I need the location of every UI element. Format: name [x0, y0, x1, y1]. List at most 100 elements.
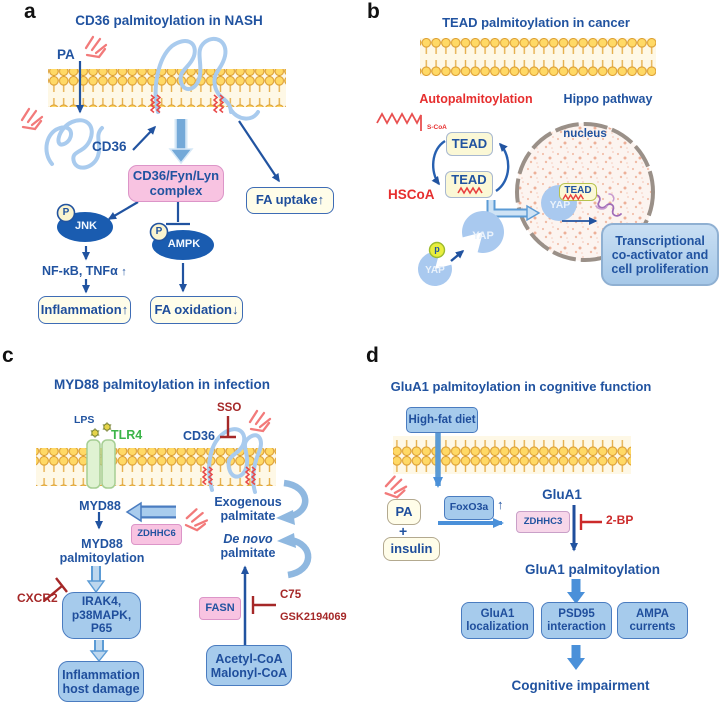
panel-a-label: a	[24, 0, 36, 23]
complex-line2: complex	[149, 182, 203, 198]
cd36-protein-c	[207, 427, 263, 494]
pa-label: PA	[57, 47, 75, 62]
myd88-palm-line2: palmitoylation	[59, 551, 145, 566]
yap-dephosphorylation-arrow	[450, 250, 465, 262]
membrane-d	[393, 436, 631, 474]
hscoa-label: HSCoA	[388, 187, 435, 202]
glua1-palmitoylation-label: GluA1 palmitoylation	[524, 562, 660, 577]
sso-inhibition-tbar	[220, 416, 236, 439]
c75-label: C75	[280, 589, 302, 601]
ampk-ellipse	[152, 230, 214, 260]
cxcr2-label: CXCR2	[17, 591, 58, 605]
foxo3a-up-arrow-icon: ↑	[497, 497, 504, 512]
tead-palmitoylated-box: TEAD	[445, 171, 493, 198]
high-fat-diet-box: High-fat diet	[406, 407, 478, 433]
de-novo-palmitate-label: De novo palmitate	[209, 532, 287, 561]
panel-b-title: TEAD palmitoylation in cancer	[442, 15, 630, 30]
yap-label: YAP	[472, 230, 494, 242]
denovo-line2: palmitate	[220, 546, 276, 561]
ampa-line1: AMPA	[635, 607, 669, 620]
glua1-loc-line1: GluA1	[480, 607, 515, 620]
gsk2194069-label: GSK2194069	[280, 611, 347, 623]
cognitive-impairment-label: Cognitive impairment	[511, 678, 650, 693]
tlr4-label: TLR4	[111, 428, 143, 442]
cd36-protein-in-membrane	[153, 36, 260, 121]
fa-uptake-box: FA uptake↑	[246, 187, 334, 214]
cd36-label: CD36	[92, 139, 127, 154]
myd88-label: MYD88	[79, 499, 121, 513]
inflam-line2: host damage	[62, 681, 140, 696]
2-bp-label: 2-BP	[606, 513, 634, 527]
zdhhc3-box: ZDHHC3	[516, 511, 570, 533]
foxo3a-box: FoxO3a	[444, 496, 494, 520]
palmitate-burst-icon	[383, 474, 409, 500]
zdhhc6-box: ZDHHC6	[131, 524, 182, 545]
irak-signaling-box: IRAK4, p38MAPK, P65	[62, 592, 141, 639]
panel-d-label: d	[366, 344, 379, 367]
exogenous-palmitate-label: Exogenous palmitate	[209, 495, 287, 524]
transcript-line3: cell proliferation	[611, 261, 709, 276]
fasn-box: FASN	[199, 597, 241, 620]
lps-particle-icon	[102, 421, 112, 433]
tead-cycle-arrows	[431, 139, 510, 192]
irak-line2: p38MAPK,	[71, 607, 132, 622]
insulin-box: insulin	[383, 537, 440, 561]
jnk-phospho-label: P	[62, 207, 70, 218]
yap-phospho-label: YAP	[425, 265, 445, 276]
irak-line1: IRAK4,	[81, 594, 122, 609]
acetyl-line2: Malonyl-CoA	[210, 665, 288, 680]
transcript-line1: Transcriptional	[615, 233, 705, 248]
panel-c-title: MYD88 palmitoylation in infection	[53, 377, 271, 392]
cd36-protein-cytosol	[44, 118, 104, 170]
palmitate-chain-icon	[376, 112, 422, 131]
sso-label: SSO	[217, 402, 242, 414]
palmitate-burst-icon	[84, 35, 108, 59]
ampk-label: AMPK	[167, 238, 201, 250]
panel-c-arrows	[43, 479, 312, 663]
yap-shape	[461, 211, 504, 254]
membrane-b	[420, 38, 656, 76]
nfkb-tnfa-text: NF-κB, TNFα	[42, 264, 118, 278]
fa-oxidation-box: FA oxidation↓	[150, 296, 243, 324]
chromatin-icon	[592, 193, 622, 217]
complex-line1: CD36/Fyn/Lyn	[132, 167, 220, 183]
psd95-line2: interaction	[547, 620, 606, 633]
glua1-localization-box: GluA1 localization	[461, 602, 534, 639]
plus-label: +	[399, 523, 408, 539]
panel-b-label: b	[367, 0, 380, 23]
yap-nucleus-label: YAP	[549, 199, 571, 211]
lps-particle-icon	[90, 427, 100, 439]
pa-box: PA	[387, 499, 421, 525]
inflammation-host-damage-box: Inflammation host damage	[58, 661, 144, 702]
palmitate-burst-icon	[183, 506, 211, 534]
irak-line3: P65	[90, 621, 113, 636]
exo-line1: Exogenous	[214, 495, 282, 509]
ampk-phospho-label: P	[155, 226, 163, 237]
ampa-currents-box: AMPA currents	[617, 602, 688, 639]
palmitate-burst-icon	[248, 409, 272, 433]
palmitate-burst-icon	[20, 107, 44, 131]
glua1-loc-line2: localization	[466, 620, 529, 633]
panel-c-label: c	[2, 344, 14, 367]
psd95-interaction-box: PSD95 interaction	[541, 602, 612, 639]
yap-phospho-shape	[417, 252, 452, 287]
phospho-badge	[428, 241, 446, 259]
denovo-line1: De novo	[223, 532, 273, 546]
cd36-c-label: CD36	[183, 429, 215, 443]
ampa-line2: currents	[629, 620, 676, 633]
panel-d-title: GluA1 palmitoylation in cognitive functi…	[390, 379, 652, 394]
jnk-label: JNK	[74, 220, 97, 232]
nfkb-tnfa-label: NF-κB, TNFα ↑	[42, 264, 127, 279]
inflam-line1: Inflammation	[62, 667, 140, 682]
transcription-outcome-box: Transcriptional co-activator and cell pr…	[601, 223, 719, 286]
phospho-badge	[56, 203, 76, 223]
s-coa-label: S-CoA	[427, 124, 447, 131]
membrane-a	[48, 69, 286, 107]
tead-top-box: TEAD	[446, 132, 493, 156]
acetyl-line1: Acetyl-CoA	[215, 651, 283, 666]
exo-line2: palmitate	[220, 509, 276, 524]
phospho-badge	[149, 222, 169, 242]
panel-d-arrows	[433, 431, 602, 670]
hippo-pathway-label: Hippo pathway	[563, 92, 653, 106]
